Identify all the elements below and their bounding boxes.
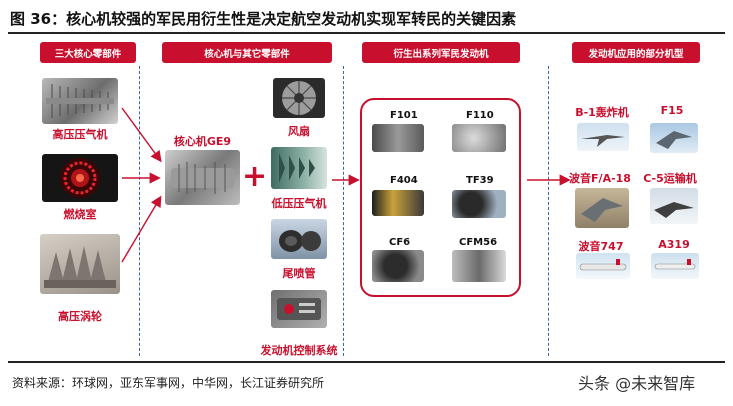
aircraft-image-fa18 xyxy=(575,188,629,228)
aircraft-label-b1: B-1轰炸机 xyxy=(575,106,629,119)
core-part-label-3: 高压涡轮 xyxy=(58,310,102,323)
header-core-machine: 核心机与其它零部件 xyxy=(162,42,332,63)
other-part-label-3: 尾喷管 xyxy=(282,267,316,280)
compressor-illustration xyxy=(46,84,114,118)
engine-image-f110 xyxy=(452,124,506,152)
arrow-compressor-to-core xyxy=(121,107,162,163)
aircraft-image-c5 xyxy=(650,188,698,224)
arrow-turbine-to-core xyxy=(121,195,162,263)
fan-image xyxy=(273,78,325,118)
aircraft-image-b1 xyxy=(577,123,629,151)
fa18-silhouette xyxy=(581,198,623,222)
bottom-rule xyxy=(8,361,725,363)
header-core-parts: 三大核心零部件 xyxy=(40,42,136,63)
nozzle-illustration xyxy=(279,230,321,252)
c5-silhouette xyxy=(654,202,694,218)
divider-2 xyxy=(343,66,344,356)
core-part-label-1: 高压压气机 xyxy=(52,128,108,141)
watermark: 头条 @未来智库 xyxy=(578,374,696,393)
header-engines: 衍生出系列军民发动机 xyxy=(362,42,520,63)
core-machine-label: 核心机GE9 xyxy=(173,135,232,148)
aircraft-label-a319: A319 xyxy=(658,238,690,251)
source-note: 资料来源：环球网，亚东军事网，中华网，长江证券研究所 xyxy=(12,376,325,390)
aircraft-label-c5: C-5运输机 xyxy=(643,172,697,185)
f15-silhouette xyxy=(656,131,692,149)
aircraft-label-f15: F15 xyxy=(660,104,684,117)
top-rule xyxy=(8,32,725,34)
engine-label-cfm56: CFM56 xyxy=(459,237,498,248)
engine-label-f110: F110 xyxy=(466,110,494,121)
turbine-illustration xyxy=(44,246,116,288)
aircraft-image-f15 xyxy=(650,123,698,153)
b747-silhouette xyxy=(579,259,627,271)
header-aircraft: 发动机应用的部分机型 xyxy=(572,42,700,63)
core-part-label-2: 燃烧室 xyxy=(63,208,97,221)
aircraft-label-fa18: 波音F/A-18 xyxy=(569,172,631,185)
engine-label-f404: F404 xyxy=(390,175,418,186)
plus-sign: + xyxy=(242,159,268,194)
engine-image-cf6 xyxy=(372,250,424,282)
other-part-label-4: 发动机控制系统 xyxy=(260,344,338,357)
nozzle-image xyxy=(271,219,327,259)
engine-image-tf39 xyxy=(452,190,506,218)
engine-image-f101 xyxy=(372,124,424,152)
high-pressure-compressor-image xyxy=(42,78,118,124)
a319-silhouette xyxy=(654,259,696,270)
engine-label-cf6: CF6 xyxy=(389,237,411,248)
low-pressure-compressor-image xyxy=(271,147,327,189)
divider-1 xyxy=(139,66,140,356)
core-machine-illustration xyxy=(171,162,234,194)
engine-label-tf39: TF39 xyxy=(466,175,494,186)
other-part-label-1: 风扇 xyxy=(288,125,310,138)
engine-label-f101: F101 xyxy=(390,110,418,121)
control-system-illustration xyxy=(277,298,321,320)
other-part-label-2: 低压压气机 xyxy=(271,197,327,210)
aircraft-label-b747: 波音747 xyxy=(578,240,624,253)
engine-image-f404 xyxy=(372,190,424,216)
aircraft-image-a319 xyxy=(651,253,699,279)
aircraft-image-b747 xyxy=(576,253,630,279)
lpc-illustration xyxy=(279,153,315,183)
figure-title: 图 36：核心机较强的军民用衍生性是决定航空发动机实现军转民的关键因素 xyxy=(10,10,517,28)
engine-control-system-image xyxy=(271,290,327,328)
combustor-illustration xyxy=(60,158,100,198)
divider-3 xyxy=(548,66,549,356)
core-machine-image xyxy=(165,150,240,205)
engine-image-cfm56 xyxy=(452,250,506,282)
fan-illustration xyxy=(282,81,316,115)
b1-silhouette xyxy=(581,135,625,147)
engine-family-frame xyxy=(360,98,521,297)
combustor-image xyxy=(42,154,118,202)
high-pressure-turbine-image xyxy=(40,234,120,294)
